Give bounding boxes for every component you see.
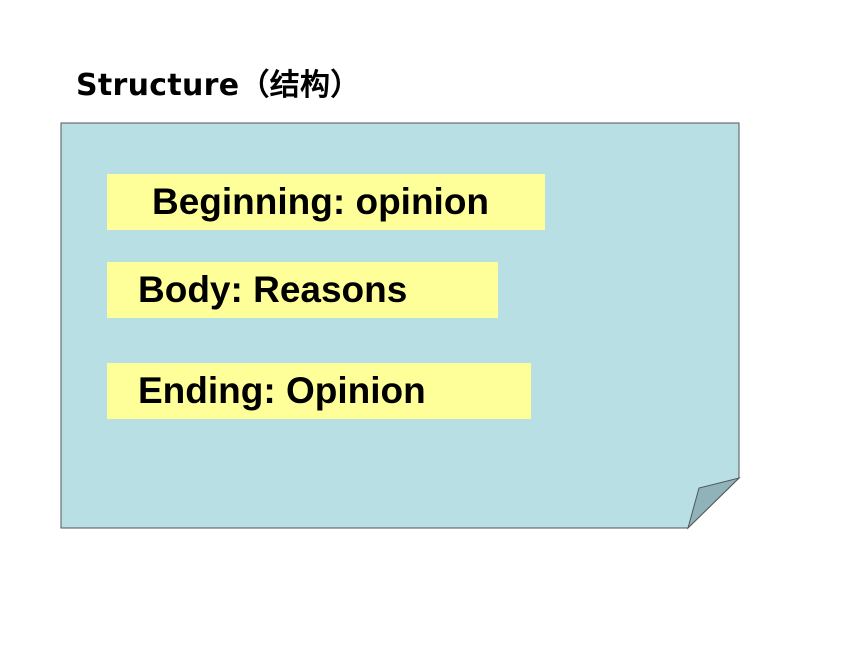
body-label: Body: Reasons bbox=[138, 269, 408, 310]
ending-box: Ending: Opinion bbox=[107, 363, 531, 419]
beginning-label: Beginning: opinion bbox=[152, 181, 490, 222]
folded-corner-icon bbox=[687, 477, 741, 530]
slide-title: Structure（结构） bbox=[76, 68, 361, 103]
beginning-box: Beginning: opinion bbox=[107, 174, 545, 230]
body-box: Body: Reasons bbox=[107, 262, 498, 318]
ending-label: Ending: Opinion bbox=[138, 370, 426, 411]
